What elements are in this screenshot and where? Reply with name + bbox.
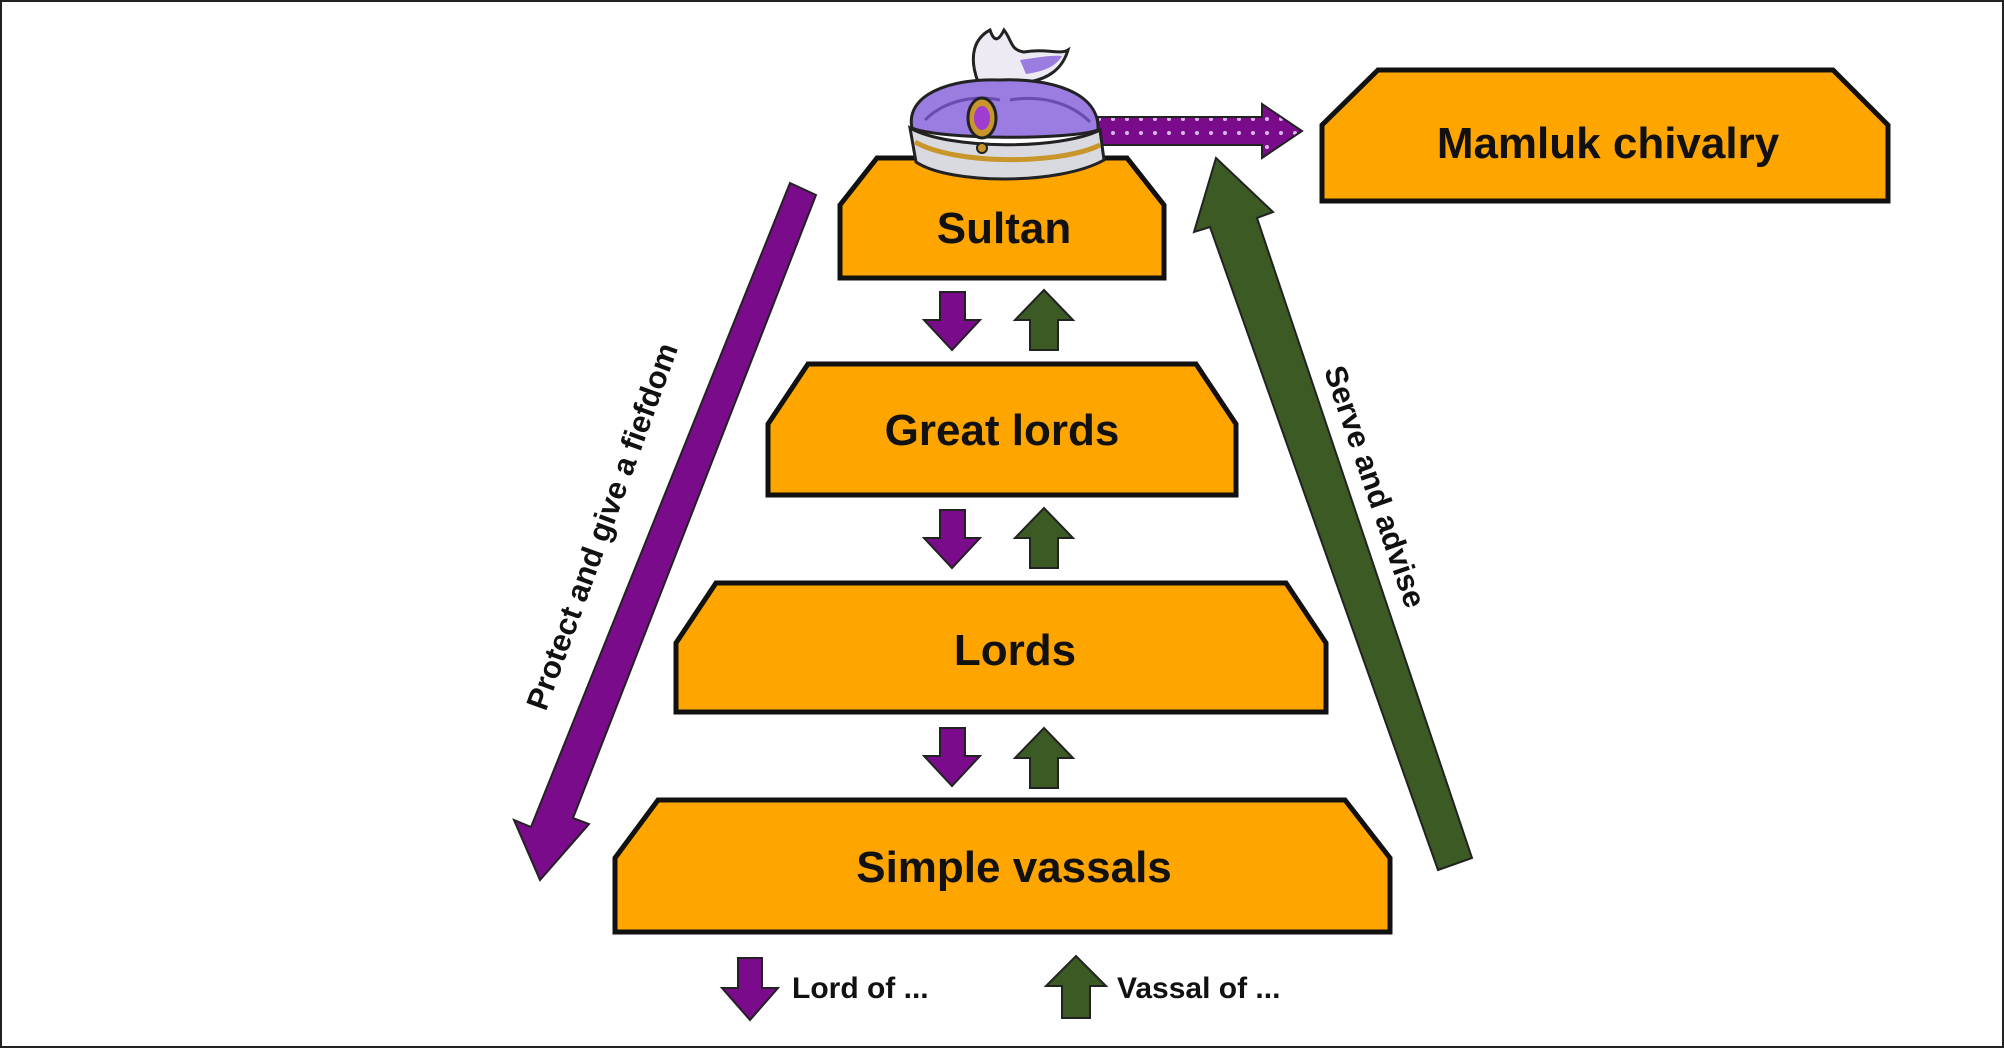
tier-lords-label: Lords (954, 626, 1076, 675)
legend-lord-of-icon (719, 957, 781, 1022)
sultan-to-mamluk-arrow (1097, 102, 1304, 160)
serve-arrow (1192, 156, 1474, 872)
tier-sultan: Sultan (837, 155, 1167, 281)
mamluk-chivalry-label: Mamluk chivalry (1437, 119, 1780, 168)
up-arrow (1012, 726, 1076, 789)
up-arrow (1012, 288, 1076, 351)
down-arrow (921, 727, 983, 788)
legend-vassal-of-icon (1043, 954, 1109, 1019)
tier-great-lords-label: Great lords (885, 406, 1120, 455)
turban-crown-icon (907, 27, 1106, 181)
legend-lord-of-label: Lord of ... (792, 972, 929, 1005)
tier-simple-vassals: Simple vassals (612, 797, 1393, 935)
down-arrow (921, 291, 983, 352)
protect-arrow (512, 181, 818, 882)
tier-great-lords: Great lords (765, 361, 1239, 498)
legend: Lord of ... Vassal of ... (719, 954, 1280, 1022)
tier-lords: Lords (673, 580, 1329, 715)
tier-simple-vassals-label: Simple vassals (856, 843, 1172, 892)
up-arrow (1012, 506, 1076, 569)
legend-vassal-of-label: Vassal of ... (1117, 972, 1280, 1005)
down-arrow (921, 509, 983, 570)
tier-sultan-label: Sultan (937, 204, 1071, 253)
mamluk-chivalry-box: Mamluk chivalry (1319, 67, 1891, 204)
